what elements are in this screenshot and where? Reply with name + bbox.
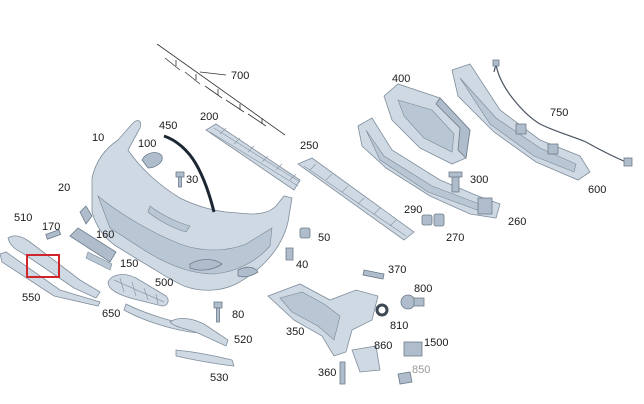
part-50-clip[interactable] xyxy=(299,227,311,239)
label-290: 290 xyxy=(404,204,422,216)
part-800-sensor[interactable] xyxy=(400,294,425,310)
label-800: 800 xyxy=(414,283,432,295)
label-150: 150 xyxy=(120,258,138,270)
part-750-harness[interactable] xyxy=(492,59,633,167)
part-600-carrier[interactable] xyxy=(451,63,591,181)
part-550-trim[interactable] xyxy=(0,251,101,307)
label-10: 10 xyxy=(92,132,104,144)
label-170: 170 xyxy=(42,221,60,233)
part-500-grille-insert[interactable] xyxy=(107,274,169,307)
label-1500: 1500 xyxy=(424,337,448,349)
part-80-bolt[interactable] xyxy=(213,301,223,323)
label-300: 300 xyxy=(470,174,488,186)
label-510: 510 xyxy=(14,212,32,224)
label-160: 160 xyxy=(96,229,114,241)
part-810-ring[interactable] xyxy=(375,303,389,317)
part-30-screw[interactable] xyxy=(175,171,185,188)
part-150-plate[interactable] xyxy=(85,251,113,271)
label-30: 30 xyxy=(186,174,198,186)
label-20: 20 xyxy=(58,182,70,194)
label-50: 50 xyxy=(318,232,330,244)
part-400-air-duct[interactable] xyxy=(383,83,471,165)
label-200: 200 xyxy=(200,111,218,123)
label-500: 500 xyxy=(155,277,173,289)
part-360-bolt[interactable] xyxy=(339,361,346,385)
label-80: 80 xyxy=(232,309,244,321)
label-550: 550 xyxy=(22,292,40,304)
label-750: 750 xyxy=(550,107,568,119)
part-290-clip[interactable] xyxy=(421,214,433,226)
label-850: 850 xyxy=(412,364,430,376)
highlight-box xyxy=(26,254,60,278)
part-20-clip[interactable] xyxy=(79,205,93,225)
part-300-clip[interactable] xyxy=(448,171,463,193)
label-700: 700 xyxy=(231,70,249,82)
label-350: 350 xyxy=(286,326,304,338)
label-40: 40 xyxy=(296,259,308,271)
part-520-trim[interactable] xyxy=(169,318,229,347)
label-530: 530 xyxy=(210,372,228,384)
part-10-bumper-cover[interactable] xyxy=(91,120,293,291)
part-260-absorber[interactable] xyxy=(357,117,501,219)
label-520: 520 xyxy=(234,334,252,346)
label-450: 450 xyxy=(159,120,177,132)
part-370-bolt[interactable] xyxy=(362,269,385,280)
label-370: 370 xyxy=(388,264,406,276)
part-450-seal-strip[interactable] xyxy=(163,134,216,213)
part-700-rail[interactable] xyxy=(156,43,286,136)
part-350-bracket[interactable] xyxy=(267,283,379,357)
part-1500-cover[interactable] xyxy=(403,341,423,357)
part-250-lower-grille[interactable] xyxy=(297,157,415,241)
part-530-trim[interactable] xyxy=(175,349,235,367)
label-650: 650 xyxy=(102,308,120,320)
part-860-bracket[interactable] xyxy=(351,345,381,373)
part-850-clip[interactable] xyxy=(397,371,413,385)
label-270: 270 xyxy=(446,232,464,244)
label-600: 600 xyxy=(588,184,606,196)
label-260: 260 xyxy=(508,216,526,228)
part-100-emblem-mount[interactable] xyxy=(141,152,163,169)
part-40-clip[interactable] xyxy=(285,247,294,261)
label-250: 250 xyxy=(300,140,318,152)
part-170-screw[interactable] xyxy=(45,229,62,240)
part-200-upper-grille[interactable] xyxy=(205,123,301,191)
part-270-clip[interactable] xyxy=(433,213,445,227)
part-160-plate[interactable] xyxy=(69,227,117,263)
label-400: 400 xyxy=(392,73,410,85)
part-510-trim[interactable] xyxy=(7,235,101,299)
label-860: 860 xyxy=(374,340,392,352)
label-360: 360 xyxy=(318,367,336,379)
label-810: 810 xyxy=(390,320,408,332)
label-100: 100 xyxy=(138,138,156,150)
